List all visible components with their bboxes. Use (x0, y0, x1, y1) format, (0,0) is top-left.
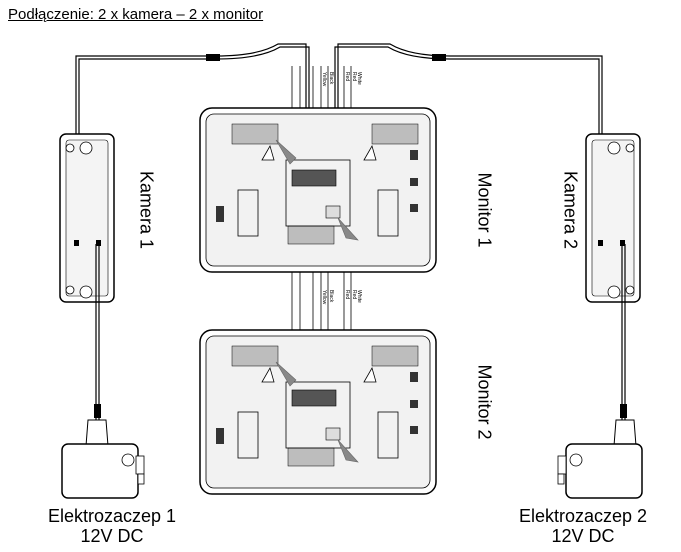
wire-label: Yellow (0, 0, 15, 2)
electric-strike-1 (61, 419, 145, 499)
wire-label: Black (0, 0, 13, 2)
wire-label: White (0, 0, 13, 2)
wire-label: White (356, 290, 362, 303)
camera2-label: Kamera 2 (560, 170, 581, 250)
wire-label: Red (0, 0, 9, 2)
monitor1-label: Monitor 1 (474, 172, 495, 248)
electric-strike-1-power: 12V DC (80, 526, 144, 546)
wire-label: Black (0, 0, 13, 2)
monitor-2 (199, 329, 437, 495)
wire-bundle-top (291, 66, 352, 110)
monitor2-label: Monitor 2 (474, 364, 495, 440)
wire-label: Red (0, 0, 9, 2)
wire-label: Yellow (0, 0, 15, 2)
electric-strike-1-name: Elektrozaczep 1 (47, 506, 177, 526)
wire-label: Red (0, 0, 9, 2)
wire-labels-middle: BlackWhiteYellowRedRedWhiteBlackYellowRe… (0, 0, 362, 305)
wire-label: Black (0, 0, 13, 2)
monitor-1 (199, 107, 437, 273)
wire-bundle-middle (291, 268, 352, 330)
wire-label: White (0, 0, 13, 2)
electric-strike-2 (557, 419, 643, 499)
wire-label: Yellow (321, 290, 327, 305)
wire-label: Yellow (0, 0, 15, 2)
arrow-icon (275, 361, 297, 387)
camera2-cable (334, 43, 603, 244)
wire-label: Yellow (0, 0, 15, 2)
wire-label: Yellow (321, 72, 327, 87)
arrow-icon (275, 139, 297, 165)
wire-label: Red (344, 290, 350, 299)
arrow-icon (337, 439, 359, 463)
wire-label: Black (0, 0, 13, 2)
page-title: Podłączenie: 2 x kamera – 2 x monitor (8, 6, 264, 23)
camera-1 (59, 133, 115, 303)
electric-strike-2-name: Elektrozaczep 2 (518, 506, 648, 526)
electric-strike-1-label: Elektrozaczep 1 12V DC (12, 506, 212, 546)
wire-label: Red (0, 0, 9, 2)
electric-strike-2-power: 12V DC (551, 526, 615, 546)
wire-label: Black (328, 72, 334, 85)
wire-label: White (0, 0, 13, 2)
wire-label: Yellow (0, 0, 15, 2)
wire-label: White (0, 0, 13, 2)
camera-2 (585, 133, 641, 303)
wire-label: Yellow (0, 0, 15, 2)
camera1-label: Kamera 1 (136, 170, 157, 250)
wire-labels-top: BlackWhiteYellowRedRedWhiteBlackYellowBl… (0, 0, 362, 87)
wire-label: Black (0, 0, 13, 2)
wire-label: Black (328, 290, 334, 303)
wire-label: Red (351, 72, 357, 81)
wire-label: Black (0, 0, 13, 2)
wire-label: White (0, 0, 13, 2)
wire-label: White (356, 72, 362, 85)
camera1-cable (75, 43, 310, 244)
arrow-icon (337, 217, 359, 241)
electric-strike-2-label: Elektrozaczep 2 12V DC (483, 506, 681, 546)
wire-label: Red (351, 290, 357, 299)
wire-label: White (0, 0, 13, 2)
wire-label: Red (0, 0, 9, 2)
wire-label: Red (0, 0, 9, 2)
wire-label: Red (344, 72, 350, 81)
